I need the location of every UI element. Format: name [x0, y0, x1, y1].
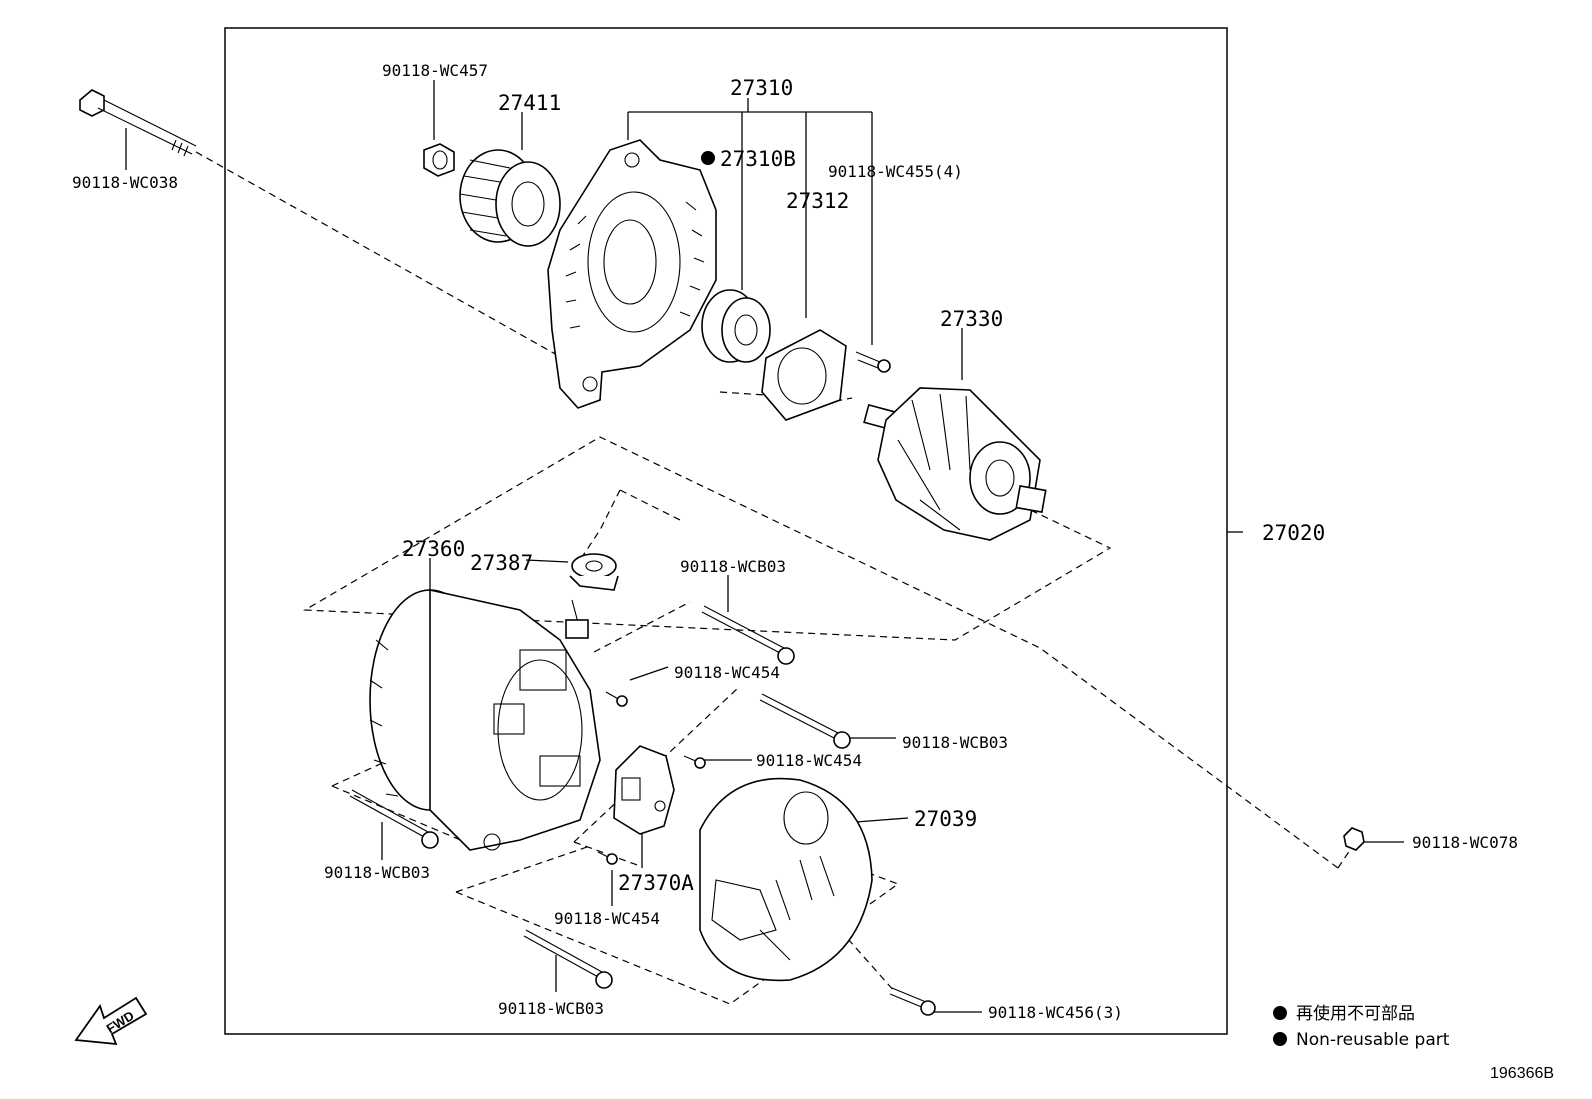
assembly-frame	[224, 27, 1228, 1035]
label-90118-wcb03-top: 90118-WCB03	[680, 557, 786, 576]
brush-holder-27370a	[613, 745, 675, 835]
label-90118-wc454-b: 90118-WC454	[756, 751, 862, 770]
label-90118-wc078: 90118-WC078	[1412, 833, 1518, 852]
non-reusable-marker-27310b	[701, 151, 715, 165]
retainer-plate-27312	[761, 329, 847, 421]
label-27360: 27360	[402, 537, 465, 561]
screw-wc454-b	[683, 755, 706, 769]
legend-bullet-2	[1273, 1032, 1287, 1046]
long-bolt-wc038	[79, 89, 197, 157]
through-bolt-wcb03-top	[701, 605, 795, 665]
pulley-nut-wc457	[423, 143, 455, 177]
label-27387: 27387	[470, 551, 533, 575]
pulley-27411	[459, 149, 561, 247]
label-27310b: 27310B	[720, 147, 796, 171]
label-90118-wc456: 90118-WC456(3)	[988, 1003, 1123, 1022]
through-bolt-wcb03-left	[349, 789, 439, 849]
terminal-insulator-27387	[569, 553, 619, 591]
label-90118-wc038: 90118-WC038	[72, 173, 178, 192]
diagram-code: 196366B	[1490, 1065, 1554, 1082]
leader-lines	[125, 80, 1404, 1013]
label-27370a: 27370A	[618, 871, 694, 895]
bearing-27310b	[701, 289, 771, 363]
label-90118-wcb03-left: 90118-WCB03	[324, 863, 430, 882]
label-27312: 27312	[786, 189, 849, 213]
label-27020: 27020	[1262, 521, 1325, 545]
legend: 再使用不可部品 Non-reusable part	[1273, 1003, 1450, 1050]
label-90118-wc454-c: 90118-WC454	[554, 909, 660, 928]
cover-screw-wc456	[889, 987, 936, 1016]
label-90118-wcb03-right: 90118-WCB03	[902, 733, 1008, 752]
through-bolt-wcb03-bottom	[523, 929, 613, 989]
rear-end-cover-27039	[699, 777, 873, 982]
forward-arrow-icon: FWD	[74, 996, 148, 1046]
label-27039: 27039	[914, 807, 977, 831]
label-90118-wcb03-bottom: 90118-WCB03	[498, 999, 604, 1018]
legend-bullet-1	[1273, 1006, 1287, 1020]
through-bolt-wcb03-right	[759, 693, 851, 749]
legend-line-japanese: 再使用不可部品	[1296, 1003, 1415, 1024]
rotor-27330	[863, 387, 1047, 541]
label-90118-wc457: 90118-WC457	[382, 61, 488, 80]
label-90118-wc455: 90118-WC455(4)	[828, 162, 963, 181]
screw-wc454-c	[597, 851, 618, 865]
rectifier-end-frame-27360	[369, 589, 601, 851]
label-27310: 27310	[730, 76, 793, 100]
legend-line-english: Non-reusable part	[1296, 1030, 1450, 1050]
retainer-screw-wc455	[855, 351, 891, 373]
label-90118-wc454-a: 90118-WC454	[674, 663, 780, 682]
label-27330: 27330	[940, 307, 1003, 331]
drive-end-frame-27310	[547, 139, 717, 409]
screw-wc454-a	[605, 691, 628, 707]
label-27411: 27411	[498, 91, 561, 115]
terminal-nut-wc078	[1343, 827, 1365, 851]
